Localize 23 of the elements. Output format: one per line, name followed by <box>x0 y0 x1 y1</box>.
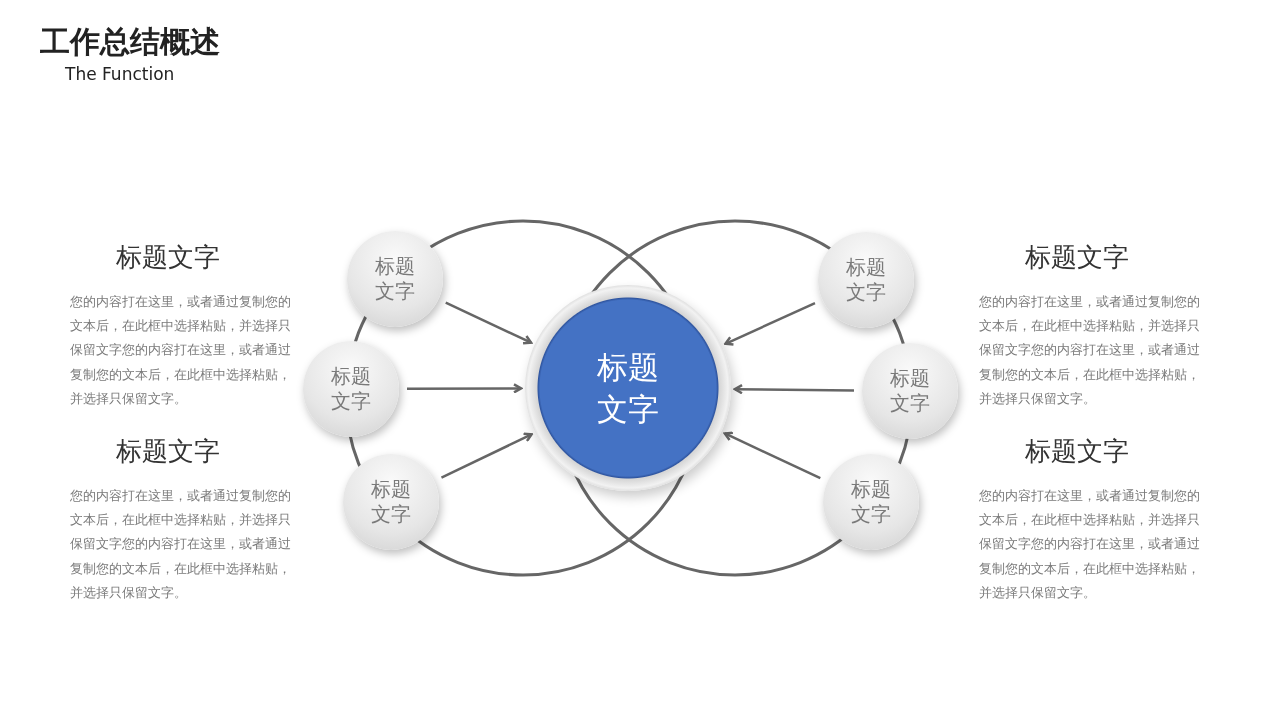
section-heading: 标题文字 <box>115 435 221 468</box>
title-circle: 标题文字 <box>343 454 439 550</box>
title-circle: 标题文字 <box>818 232 914 328</box>
section-heading: 标题文字 <box>1024 241 1130 274</box>
center-circle: 标题文字 <box>525 285 731 491</box>
title-circle: 标题文字 <box>823 454 919 550</box>
arrow <box>723 431 821 480</box>
body-text: 您的内容打在这里，或者通过复制您的文本后，在此框中选择粘贴，并选择只保留文字您的内容打在这里，或者通过复制您的文本后，在此框中选择粘贴，并选择只保留文字。 <box>979 487 1201 602</box>
arrow <box>733 383 854 395</box>
arrow <box>724 302 816 346</box>
title-circle: 标题文字 <box>303 341 399 437</box>
arrow <box>407 383 523 394</box>
arrow <box>445 301 533 345</box>
page-title: 工作总结概述 <box>40 23 220 61</box>
body-text: 您的内容打在这里，或者通过复制您的文本后，在此框中选择粘贴，并选择只保留文字您的内容打在这里，或者通过复制您的文本后，在此框中选择粘贴，并选择只保留文字。 <box>70 293 292 408</box>
section-heading: 标题文字 <box>115 241 221 274</box>
subtitle: The Function <box>65 64 175 84</box>
title-circle: 标题文字 <box>347 231 443 327</box>
body-text: 您的内容打在这里，或者通过复制您的文本后，在此框中选择粘贴，并选择只保留文字您的内容打在这里，或者通过复制您的文本后，在此框中选择粘贴，并选择只保留文字。 <box>70 487 292 602</box>
arrow <box>440 432 533 479</box>
title-circle: 标题文字 <box>862 343 958 439</box>
section-heading: 标题文字 <box>1024 435 1130 468</box>
body-text: 您的内容打在这里，或者通过复制您的文本后，在此框中选择粘贴，并选择只保留文字您的内容打在这里，或者通过复制您的文本后，在此框中选择粘贴，并选择只保留文字。 <box>979 293 1201 408</box>
